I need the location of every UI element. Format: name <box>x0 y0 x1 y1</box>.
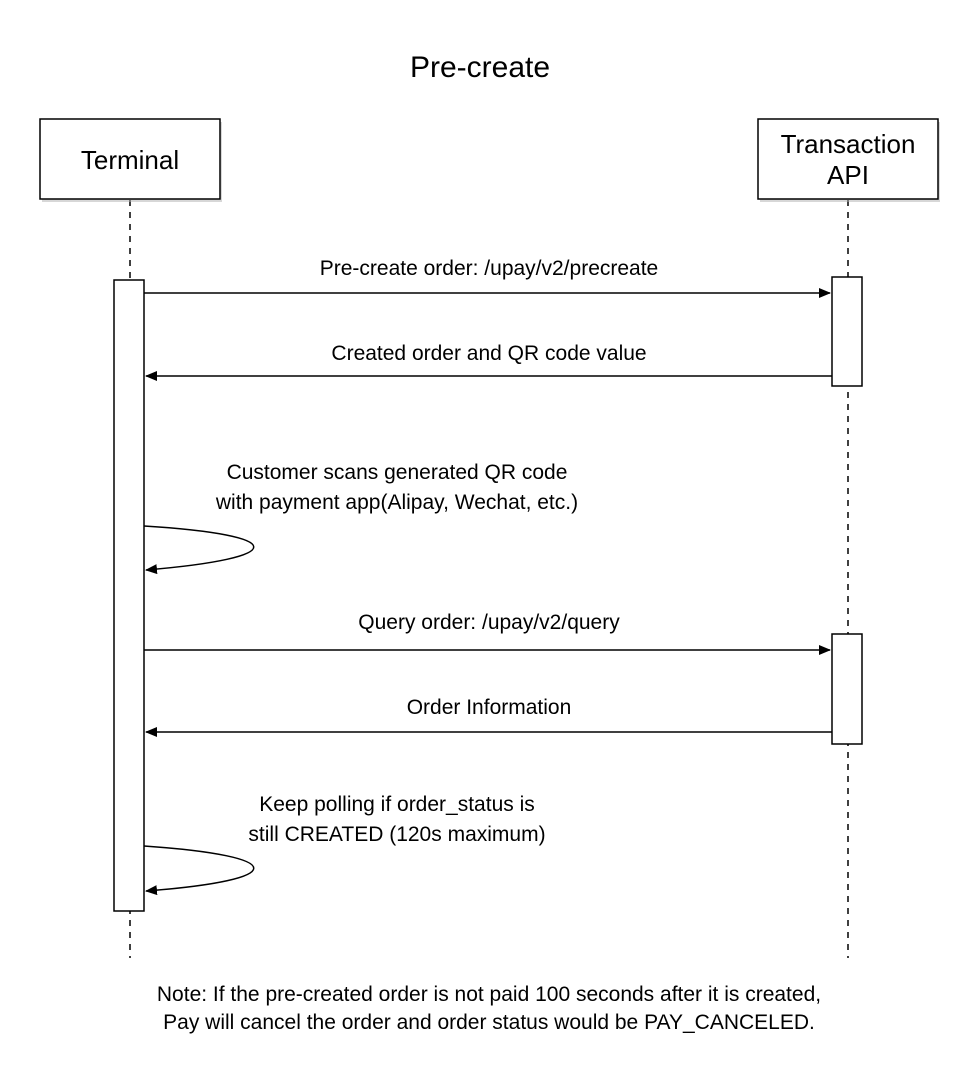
self-message-label-polling-line2: still CREATED (120s maximum) <box>248 823 545 846</box>
message-label-query: Query order: /upay/v2/query <box>358 611 620 634</box>
participant-transaction-api: Transaction API <box>757 118 940 202</box>
participant-api-label-line2: API <box>827 160 869 190</box>
participant-terminal-label: Terminal <box>81 145 179 175</box>
note-line1: Note: If the pre-created order is not pa… <box>157 983 821 1006</box>
self-message-label-scan-line1: Customer scans generated QR code <box>227 461 568 484</box>
terminal-activation-bar <box>113 279 145 912</box>
api-activation-bar-2 <box>831 633 863 745</box>
participant-api-label-line1: Transaction <box>781 129 916 159</box>
message-label-created-order: Created order and QR code value <box>331 342 646 365</box>
note-line2: Pay will cancel the order and order stat… <box>163 1011 815 1034</box>
self-message-arrow-polling <box>143 845 255 896</box>
message-label-precreate: Pre-create order: /upay/v2/precreate <box>320 257 659 280</box>
participant-terminal: Terminal <box>39 118 222 202</box>
self-message-arrow-scan <box>143 525 255 575</box>
diagram-title: Pre-create <box>410 51 550 84</box>
self-message-label-polling-line1: Keep polling if order_status is <box>259 793 535 816</box>
message-label-order-information: Order Information <box>407 696 572 719</box>
api-activation-bar-1 <box>831 276 863 387</box>
self-message-label-scan-line2: with payment app(Alipay, Wechat, etc.) <box>215 491 578 514</box>
